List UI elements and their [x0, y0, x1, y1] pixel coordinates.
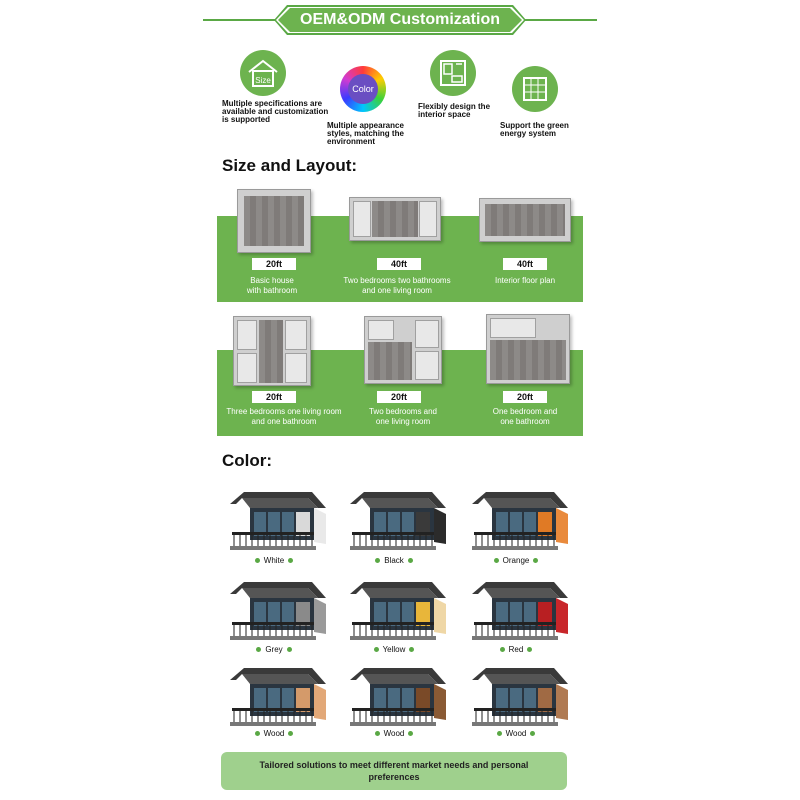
cabin-color-image: [230, 664, 326, 728]
bullet-dot-icon: [407, 558, 413, 563]
cabin-color-image: [350, 488, 446, 552]
bullet-dot-icon: [288, 558, 294, 563]
feature-color-text: Multiple appearance styles, matching the…: [327, 121, 404, 146]
color-option-label: Wood: [346, 729, 442, 738]
size-layout-heading: Size and Layout:: [222, 156, 358, 175]
bullet-dot-icon: [499, 647, 505, 652]
cabin-color-image: [472, 488, 568, 552]
bullet-dot-icon: [288, 731, 294, 736]
cabin-color-image: [350, 578, 446, 642]
bullet-dot-icon: [533, 558, 539, 563]
bullet-dot-icon: [256, 647, 262, 652]
cabin-color-image: [472, 578, 568, 642]
header-line-right: [517, 19, 597, 21]
feature-interior-text: Flexibly design the interior space: [418, 102, 491, 119]
size-tag: 20ft: [252, 391, 296, 403]
floor-plan-image: [479, 198, 571, 242]
cabin-color-image: [472, 664, 568, 728]
size-tag: 20ft: [503, 391, 547, 403]
bullet-dot-icon: [373, 647, 379, 652]
color-option-label: White: [226, 556, 322, 565]
cabin-color-image: [230, 488, 326, 552]
cabin-color-image: [350, 664, 446, 728]
color-name: Wood: [383, 729, 405, 738]
color-name: Wood: [263, 729, 285, 738]
interior-design-icon: [430, 50, 476, 96]
color-name: Yellow: [382, 645, 406, 654]
feature-size-text: Multiple specifications are available an…: [222, 99, 329, 124]
color-name: Black: [384, 556, 404, 565]
bullet-dot-icon: [254, 731, 260, 736]
bullet-dot-icon: [496, 731, 502, 736]
bullet-dot-icon: [408, 731, 414, 736]
floor-plan-image: [364, 316, 442, 384]
bullet-dot-icon: [374, 731, 380, 736]
bullet-dot-icon: [409, 647, 415, 652]
bullet-dot-icon: [527, 647, 533, 652]
floor-plan-image: [349, 197, 441, 241]
cabin-color-image: [230, 578, 326, 642]
color-option-label: Wood: [226, 729, 322, 738]
bullet-dot-icon: [286, 647, 292, 652]
feature-energy-text: Support the green energy system: [500, 121, 569, 138]
bullet-dot-icon: [254, 558, 260, 563]
solar-panel-icon: [512, 66, 558, 112]
color-option-label: Orange: [468, 556, 564, 565]
color-option-label: Black: [346, 556, 442, 565]
bullet-dot-icon: [375, 558, 381, 563]
size-tag: 40ft: [377, 258, 421, 270]
color-name: Wood: [505, 729, 527, 738]
color-option-label: Red: [468, 645, 564, 654]
color-name: White: [263, 556, 285, 565]
color-option-label: Wood: [468, 729, 564, 738]
footer-banner: Tailored solutions to meet different mar…: [221, 752, 567, 790]
color-option-label: Grey: [226, 645, 322, 654]
size-icon-text: Size: [255, 76, 271, 85]
bullet-dot-icon: [530, 731, 536, 736]
page-title: OEM&ODM Customization: [278, 8, 522, 32]
floor-plan-image: [237, 189, 311, 253]
color-wheel-icon: Color: [340, 66, 386, 112]
size-tag: 20ft: [377, 391, 421, 403]
color-name: Orange: [502, 556, 530, 565]
floor-plan-image: [486, 314, 570, 384]
header-line-left: [203, 19, 283, 21]
house-size-icon: Size: [240, 50, 286, 96]
size-tag: 40ft: [503, 258, 547, 270]
color-option-label: Yellow: [346, 645, 442, 654]
color-heading: Color:: [222, 451, 273, 470]
color-name: Red: [508, 645, 524, 654]
floor-plan-image: [233, 316, 311, 386]
bullet-dot-icon: [493, 558, 499, 563]
size-tag: 20ft: [252, 258, 296, 270]
layout-caption: Interior floor plan: [494, 276, 556, 285]
color-icon-text: Color: [348, 74, 378, 104]
color-name: Grey: [265, 645, 283, 654]
